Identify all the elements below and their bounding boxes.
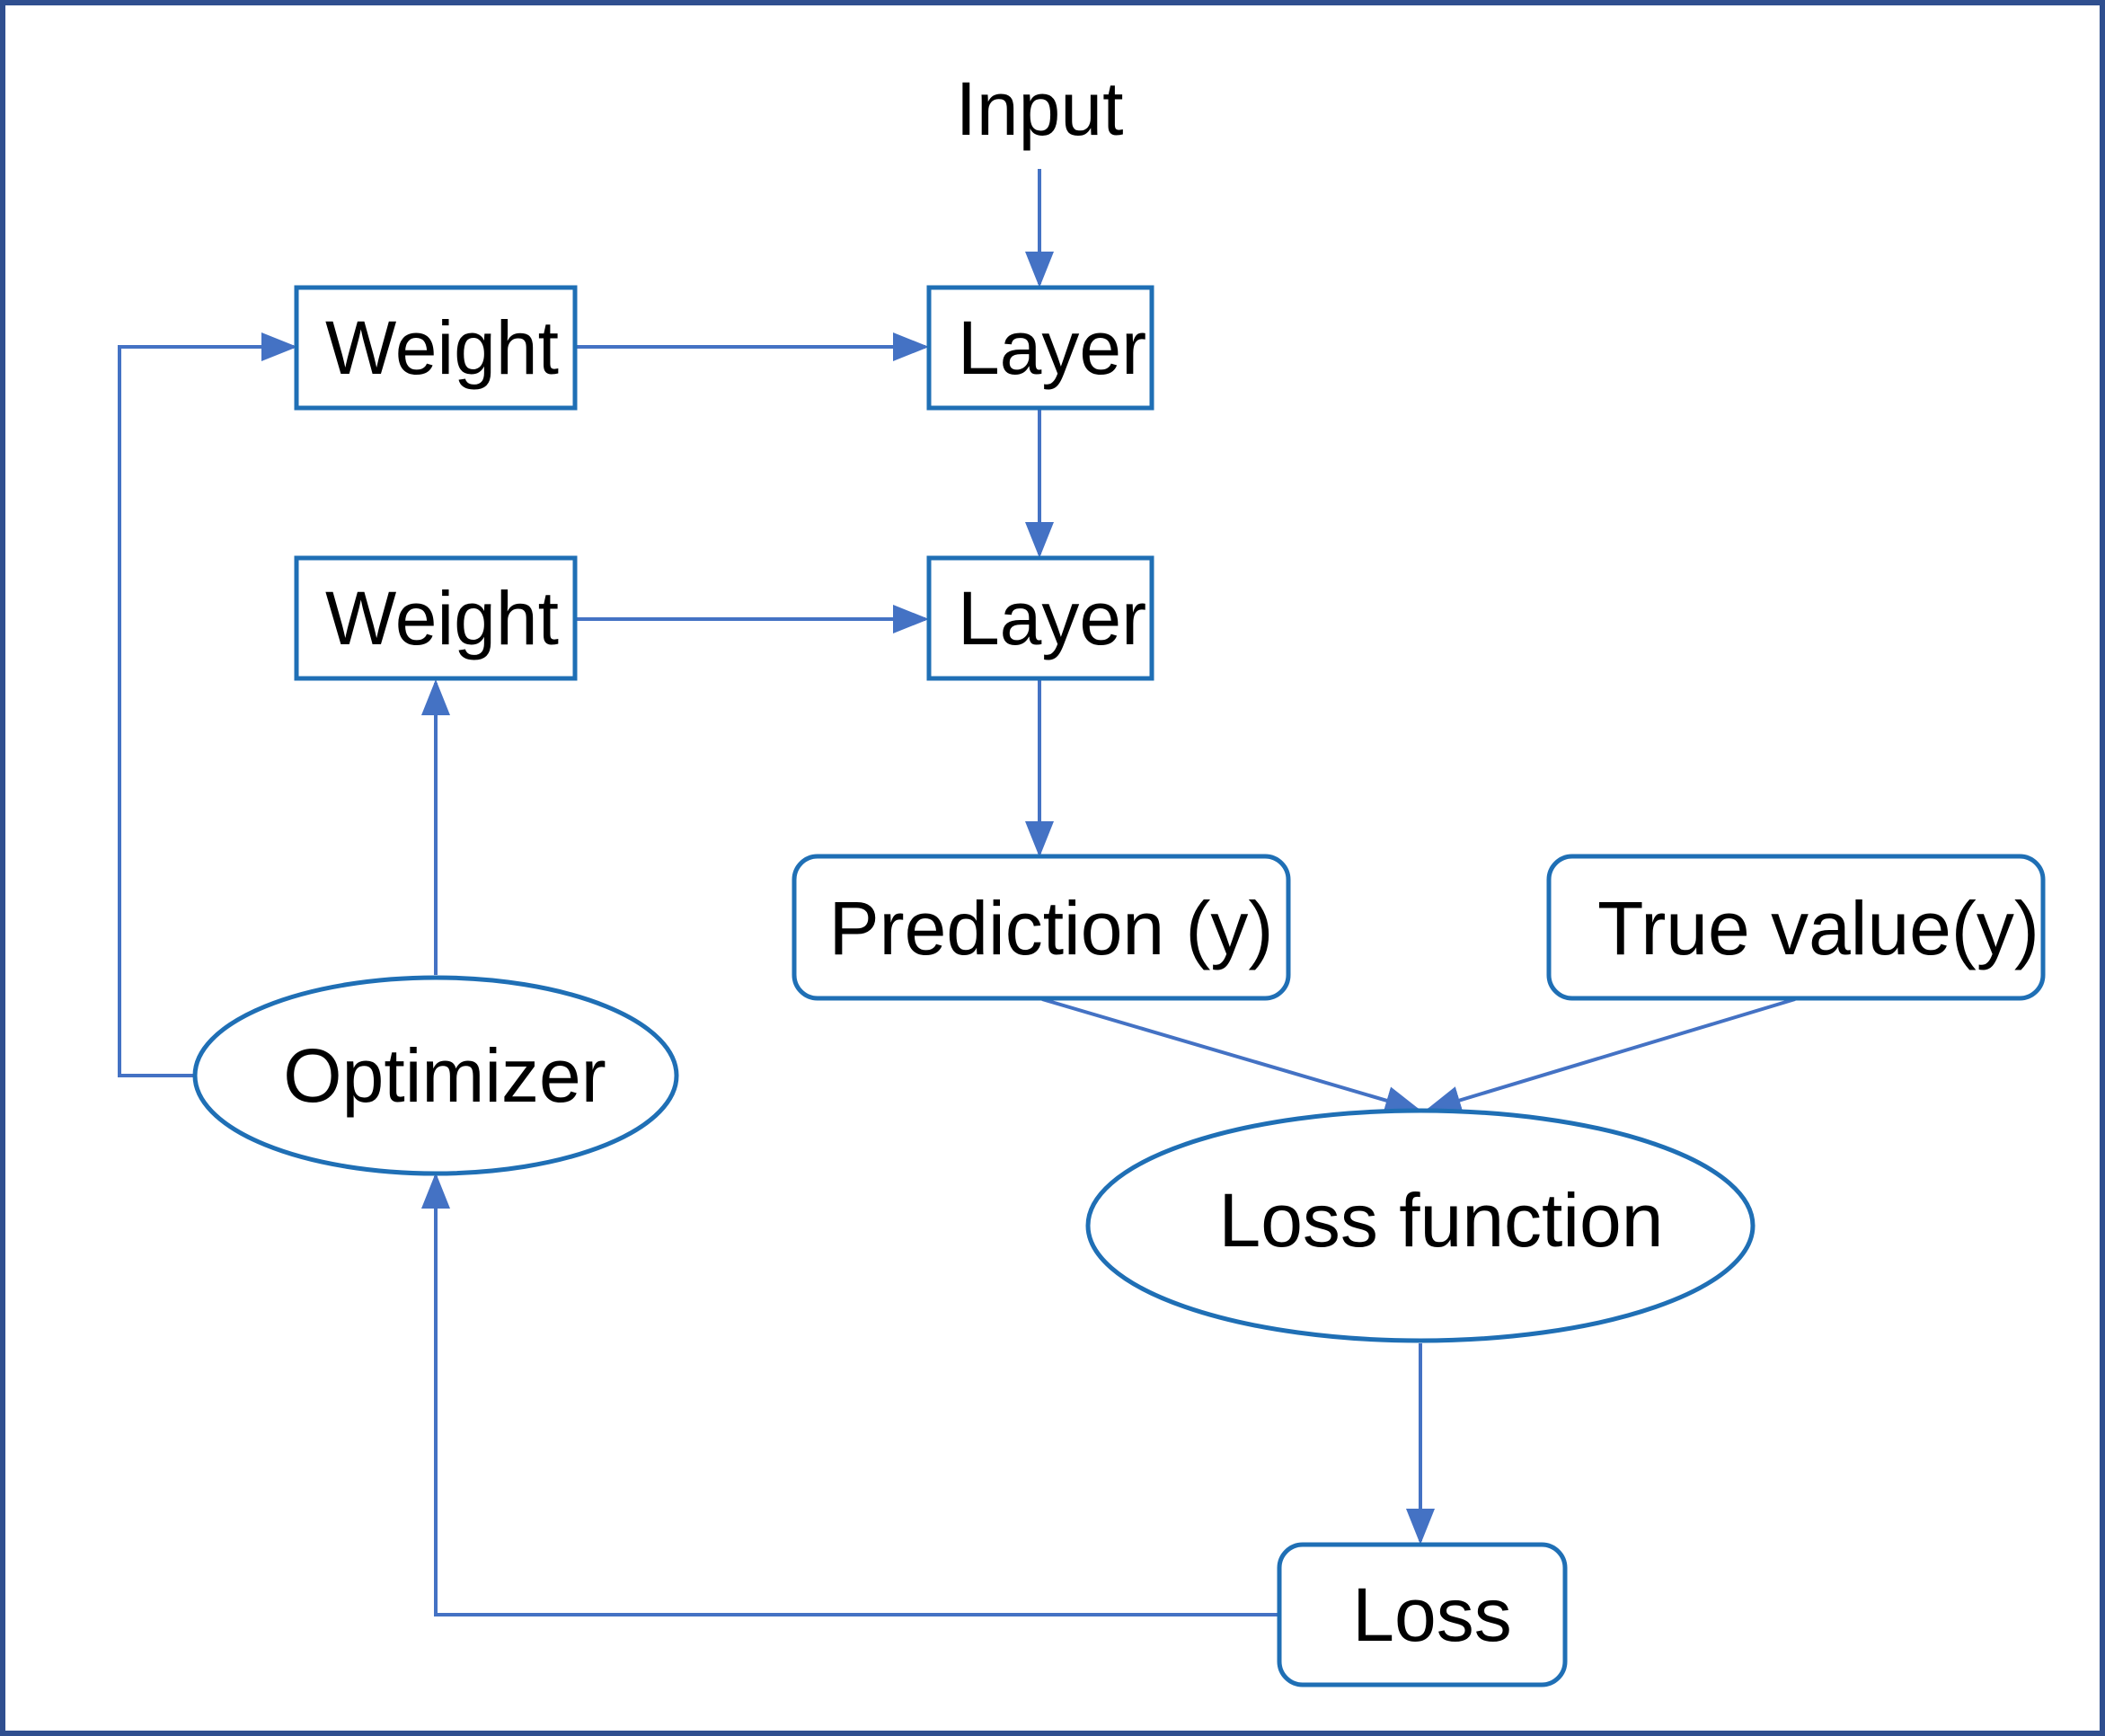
- node-weight-2: [294, 555, 578, 681]
- loss-function-label: Loss function: [1219, 1178, 1664, 1262]
- node-weight-1: [294, 285, 578, 411]
- prediction-label: Prediction (y): [829, 886, 1274, 970]
- weight-2-label: Weight: [325, 576, 559, 660]
- true-value-label: True value(y): [1597, 886, 2039, 970]
- edge-prediction-to-loss-function: [1041, 997, 1421, 1115]
- edge-optimizer-to-weight-1: [118, 332, 297, 1077]
- nodes: [192, 285, 2046, 1687]
- edge-true-value-to-loss-function: [1425, 997, 1796, 1114]
- node-loss: [1277, 1542, 1568, 1687]
- weight-1-label: Weight: [325, 306, 559, 390]
- layer-2-label: Layer: [958, 576, 1146, 660]
- node-loss-function: [1085, 1108, 1756, 1343]
- node-true-value: [1546, 854, 2046, 1001]
- edge-loss-to-optimizer: [421, 1173, 1278, 1616]
- labels: Input Weight Layer Weight Layer Predicti…: [283, 66, 2039, 1657]
- input-label: Input: [956, 66, 1124, 151]
- node-layer-1: [926, 285, 1154, 411]
- optimizer-label: Optimizer: [283, 1033, 606, 1118]
- edges: [118, 169, 1796, 1616]
- node-optimizer: [192, 975, 679, 1176]
- layer-1-label: Layer: [958, 306, 1146, 390]
- node-layer-2: [926, 555, 1154, 681]
- node-prediction: [792, 854, 1291, 1001]
- loss-label: Loss: [1352, 1572, 1511, 1657]
